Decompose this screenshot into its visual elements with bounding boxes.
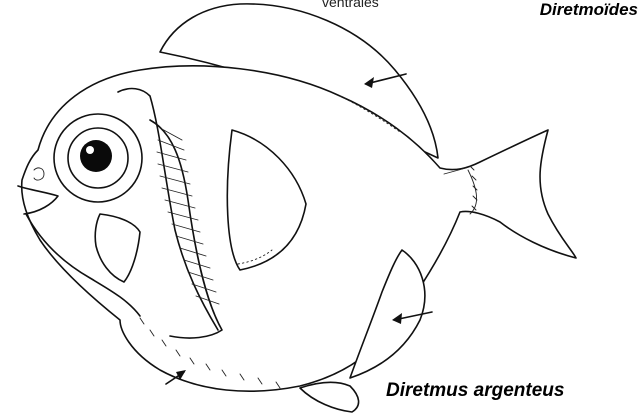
top-cut-label: ventrales	[322, 0, 379, 10]
eye-pupil	[80, 140, 112, 172]
eye-highlight	[86, 146, 94, 154]
family-label: Diretmoïdes	[540, 0, 638, 20]
ventral-fin	[300, 382, 359, 412]
species-label: Diretmus argenteus	[386, 380, 564, 402]
